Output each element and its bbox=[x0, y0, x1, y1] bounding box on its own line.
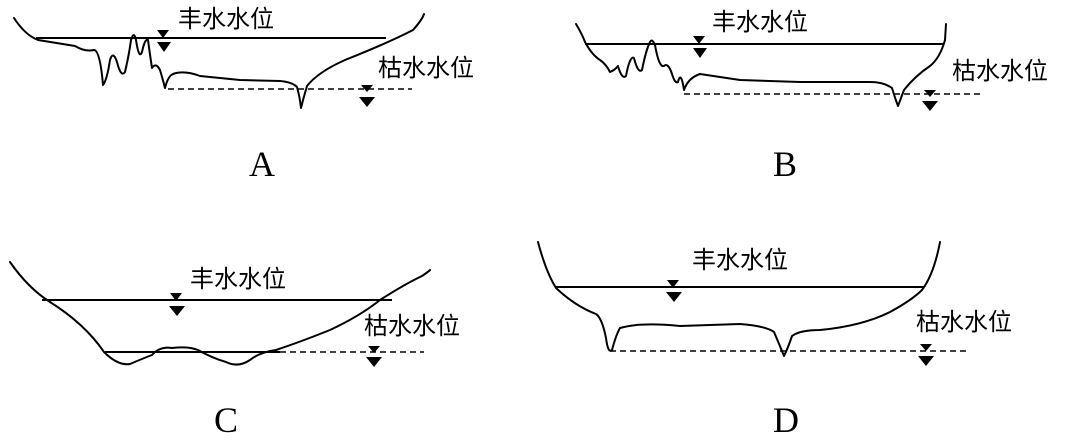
panel-c-high-water-marker-icon-bottom bbox=[169, 306, 185, 316]
panel-a-low-water-label: 枯水水位 bbox=[378, 54, 474, 82]
panel-b-low-water-marker-icon bbox=[924, 90, 936, 97]
panel-a-letter: A bbox=[249, 144, 275, 184]
panel-d-letter: D bbox=[773, 400, 799, 440]
panel-a-high-water-marker-icon-bottom bbox=[157, 42, 171, 52]
panel-a-low-water-marker-icon-bottom bbox=[359, 97, 375, 107]
panel-c: 丰水水位 枯水水位 C bbox=[9, 261, 460, 440]
panel-b-low-water-label: 枯水水位 bbox=[952, 57, 1048, 85]
panel-d-low-water-marker-icon-bottom bbox=[918, 356, 934, 366]
panel-d: 丰水水位 枯水水位 D bbox=[537, 241, 1012, 440]
panel-a-low-water-marker-icon bbox=[361, 85, 373, 92]
panel-a-riverbed-profile bbox=[13, 13, 425, 109]
panel-c-low-water-label: 枯水水位 bbox=[364, 312, 460, 340]
panel-c-letter: C bbox=[214, 400, 238, 440]
panel-a: 丰水水位 枯水水位 A bbox=[13, 5, 474, 184]
panel-b-high-water-label: 丰水水位 bbox=[712, 8, 808, 36]
panel-d-high-water-marker-icon bbox=[667, 280, 679, 288]
panel-a-high-water-label: 丰水水位 bbox=[178, 5, 274, 33]
panel-b-low-water-marker-icon-bottom bbox=[922, 101, 938, 111]
panel-b-high-water-marker-icon bbox=[693, 36, 705, 44]
panel-c-low-water-marker-icon-bottom bbox=[366, 357, 382, 367]
panel-d-low-water-marker-icon bbox=[920, 344, 932, 351]
panel-d-high-water-label: 丰水水位 bbox=[692, 246, 788, 274]
panel-b-riverbed-profile bbox=[575, 23, 947, 107]
panel-a-high-water-marker-icon bbox=[157, 30, 169, 38]
panel-d-high-water-marker-icon-bottom bbox=[666, 292, 682, 302]
panel-c-riverbed-profile bbox=[9, 261, 431, 366]
panel-d-riverbed-profile bbox=[537, 241, 941, 357]
panel-c-high-water-marker-icon bbox=[170, 293, 182, 301]
panel-b-letter: B bbox=[773, 144, 797, 184]
panel-d-low-water-label: 枯水水位 bbox=[916, 308, 1012, 336]
panel-b-high-water-marker-icon-bottom bbox=[693, 48, 707, 58]
panel-c-low-water-marker-icon bbox=[368, 346, 380, 353]
panel-b: 丰水水位 枯水水位 B bbox=[575, 8, 1048, 184]
panel-c-high-water-label: 丰水水位 bbox=[190, 265, 286, 293]
